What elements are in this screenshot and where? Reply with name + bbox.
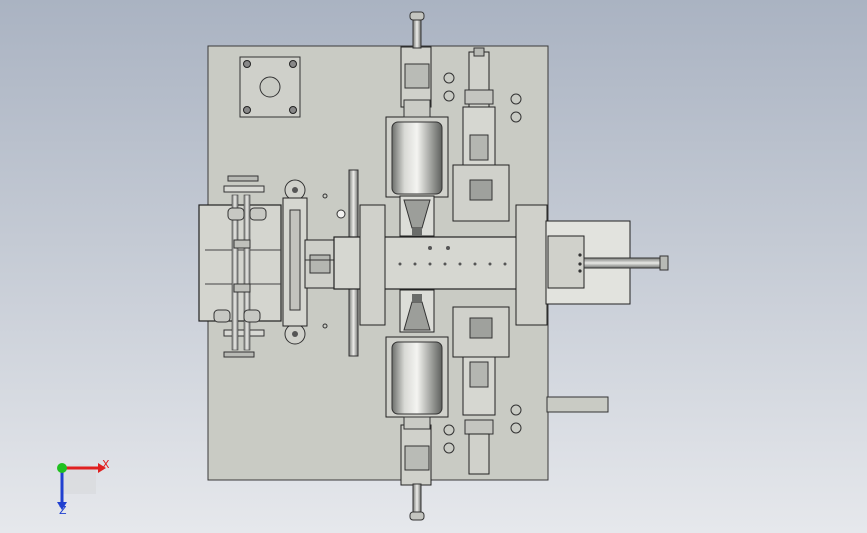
side-bracket [546, 396, 609, 413]
upper-cylinder-assembly [385, 11, 449, 237]
left-linkage [304, 239, 336, 289]
lower-cylinder-assembly [385, 289, 449, 521]
mounting-flange [239, 56, 301, 118]
right-pusher [545, 220, 669, 305]
lower-small-cylinder [452, 306, 510, 475]
left-flanges [282, 179, 308, 345]
left-clamp-block [198, 175, 282, 358]
upper-small-cylinder [452, 47, 510, 222]
plate-holes [322, 72, 522, 454]
coordinate-triad: X Z [40, 448, 120, 520]
central-crossbar [333, 204, 549, 326]
z-axis-label: Z [59, 504, 67, 517]
x-axis-label: X [102, 458, 110, 471]
